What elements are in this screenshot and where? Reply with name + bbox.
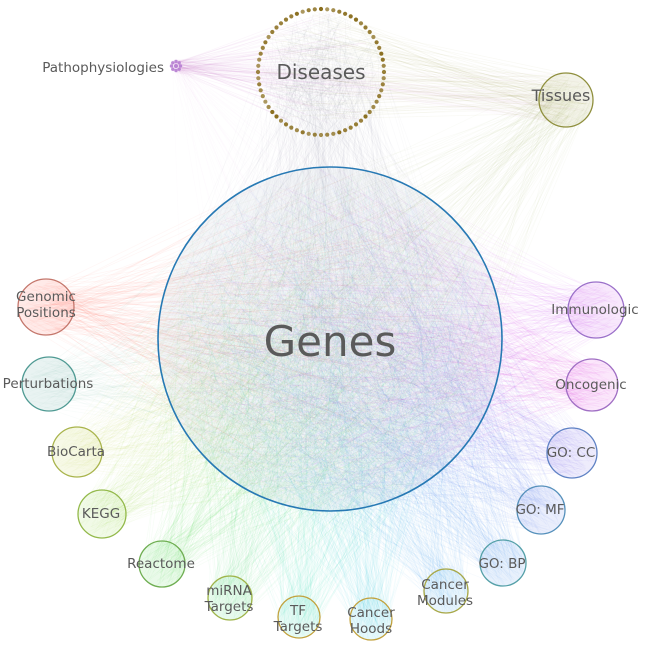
edge-bundle-mirna-targets-genes [163, 175, 499, 620]
go-mf-circle[interactable] [516, 485, 566, 535]
perturbations-circle[interactable] [21, 356, 77, 412]
edge-bundle-pathophysiologies-tissues [170, 59, 589, 124]
node-immunologic[interactable]: Immunologic [551, 281, 639, 339]
edge-bundle-biocarta-genes [52, 169, 482, 505]
node-biocarta[interactable]: BioCarta [47, 426, 105, 478]
oncogenic-circle[interactable] [565, 358, 619, 412]
go-bp-circle[interactable] [479, 539, 527, 587]
edge-bundle-immunologic-genes [167, 169, 623, 509]
edge-bundle-reactome-genes [140, 173, 498, 586]
cancer-hoods-circle[interactable] [349, 597, 393, 641]
node-go-bp[interactable]: GO: BP [478, 539, 527, 587]
tf-targets-circle[interactable] [277, 595, 321, 639]
pathophysiologies-label: Pathophysiologies [42, 60, 164, 76]
go-cc-label: GO: CC [547, 445, 596, 461]
node-go-mf[interactable]: GO: MF [515, 485, 566, 535]
pathophysiologies-burst[interactable] [169, 59, 183, 73]
immunologic-label: Immunologic [551, 302, 638, 318]
biocarta-label: BioCarta [47, 444, 105, 460]
go-mf-label: GO: MF [515, 502, 564, 518]
biocarta-circle[interactable] [51, 426, 103, 478]
diseases-dotted-ring[interactable] [255, 6, 387, 138]
node-reactome[interactable]: Reactome [127, 540, 195, 588]
node-pathophysiologies[interactable]: Pathophysiologies [42, 59, 183, 76]
edge-bundle-cancer-hoods-genes [164, 178, 502, 640]
node-genes[interactable]: Genes [157, 166, 503, 512]
kegg-circle[interactable] [77, 489, 127, 539]
perturbations-label: Perturbations [3, 376, 94, 392]
edge-bundle-kegg-genes [78, 171, 497, 538]
node-go-cc[interactable]: GO: CC [546, 427, 598, 479]
edge-bundle-go-cc-genes [162, 173, 597, 508]
edge-bundle-tf-targets-genes [168, 169, 494, 638]
edge-bundle-tissues-genes [165, 73, 592, 504]
edge-bundle-diseases-genes [160, 9, 494, 504]
edge-bundle-go-bp-genes [175, 176, 526, 586]
immunologic-circle[interactable] [567, 281, 625, 339]
reactome-circle[interactable] [138, 540, 186, 588]
mirna-targets-circle[interactable] [207, 575, 253, 621]
node-perturbations[interactable]: Perturbations [3, 356, 94, 412]
edge-bundle-go-mf-genes [171, 168, 565, 534]
genes-circle[interactable] [157, 166, 503, 512]
reactome-label: Reactome [127, 556, 195, 572]
oncogenic-label: Oncogenic [555, 377, 626, 393]
go-bp-label: GO: BP [478, 556, 525, 572]
kegg-label: KEGG [82, 506, 120, 522]
genomic-positions-circle[interactable] [17, 278, 75, 336]
node-diseases[interactable]: Diseases [255, 6, 387, 138]
edge-bundle-diseases-diseases [260, 12, 382, 135]
edge-bundle-cancer-modules-genes [164, 169, 497, 612]
edge-bundle-diseases-pathophysiologies [169, 12, 374, 126]
genes-label: Genes [264, 317, 397, 366]
node-kegg[interactable]: KEGG [77, 489, 127, 539]
go-cc-circle[interactable] [546, 427, 598, 479]
node-tissues[interactable]: Tissues [531, 72, 594, 128]
edge-bundle-oncogenic-genes [164, 169, 618, 506]
edge-bundle-genomic-positions-genes [19, 173, 496, 500]
diseases-label: Diseases [276, 60, 365, 84]
tissues-circle[interactable] [538, 72, 594, 128]
tissues-label: Tissues [531, 86, 591, 105]
node-oncogenic[interactable]: Oncogenic [555, 358, 627, 412]
cancer-modules-circle[interactable] [423, 568, 469, 614]
